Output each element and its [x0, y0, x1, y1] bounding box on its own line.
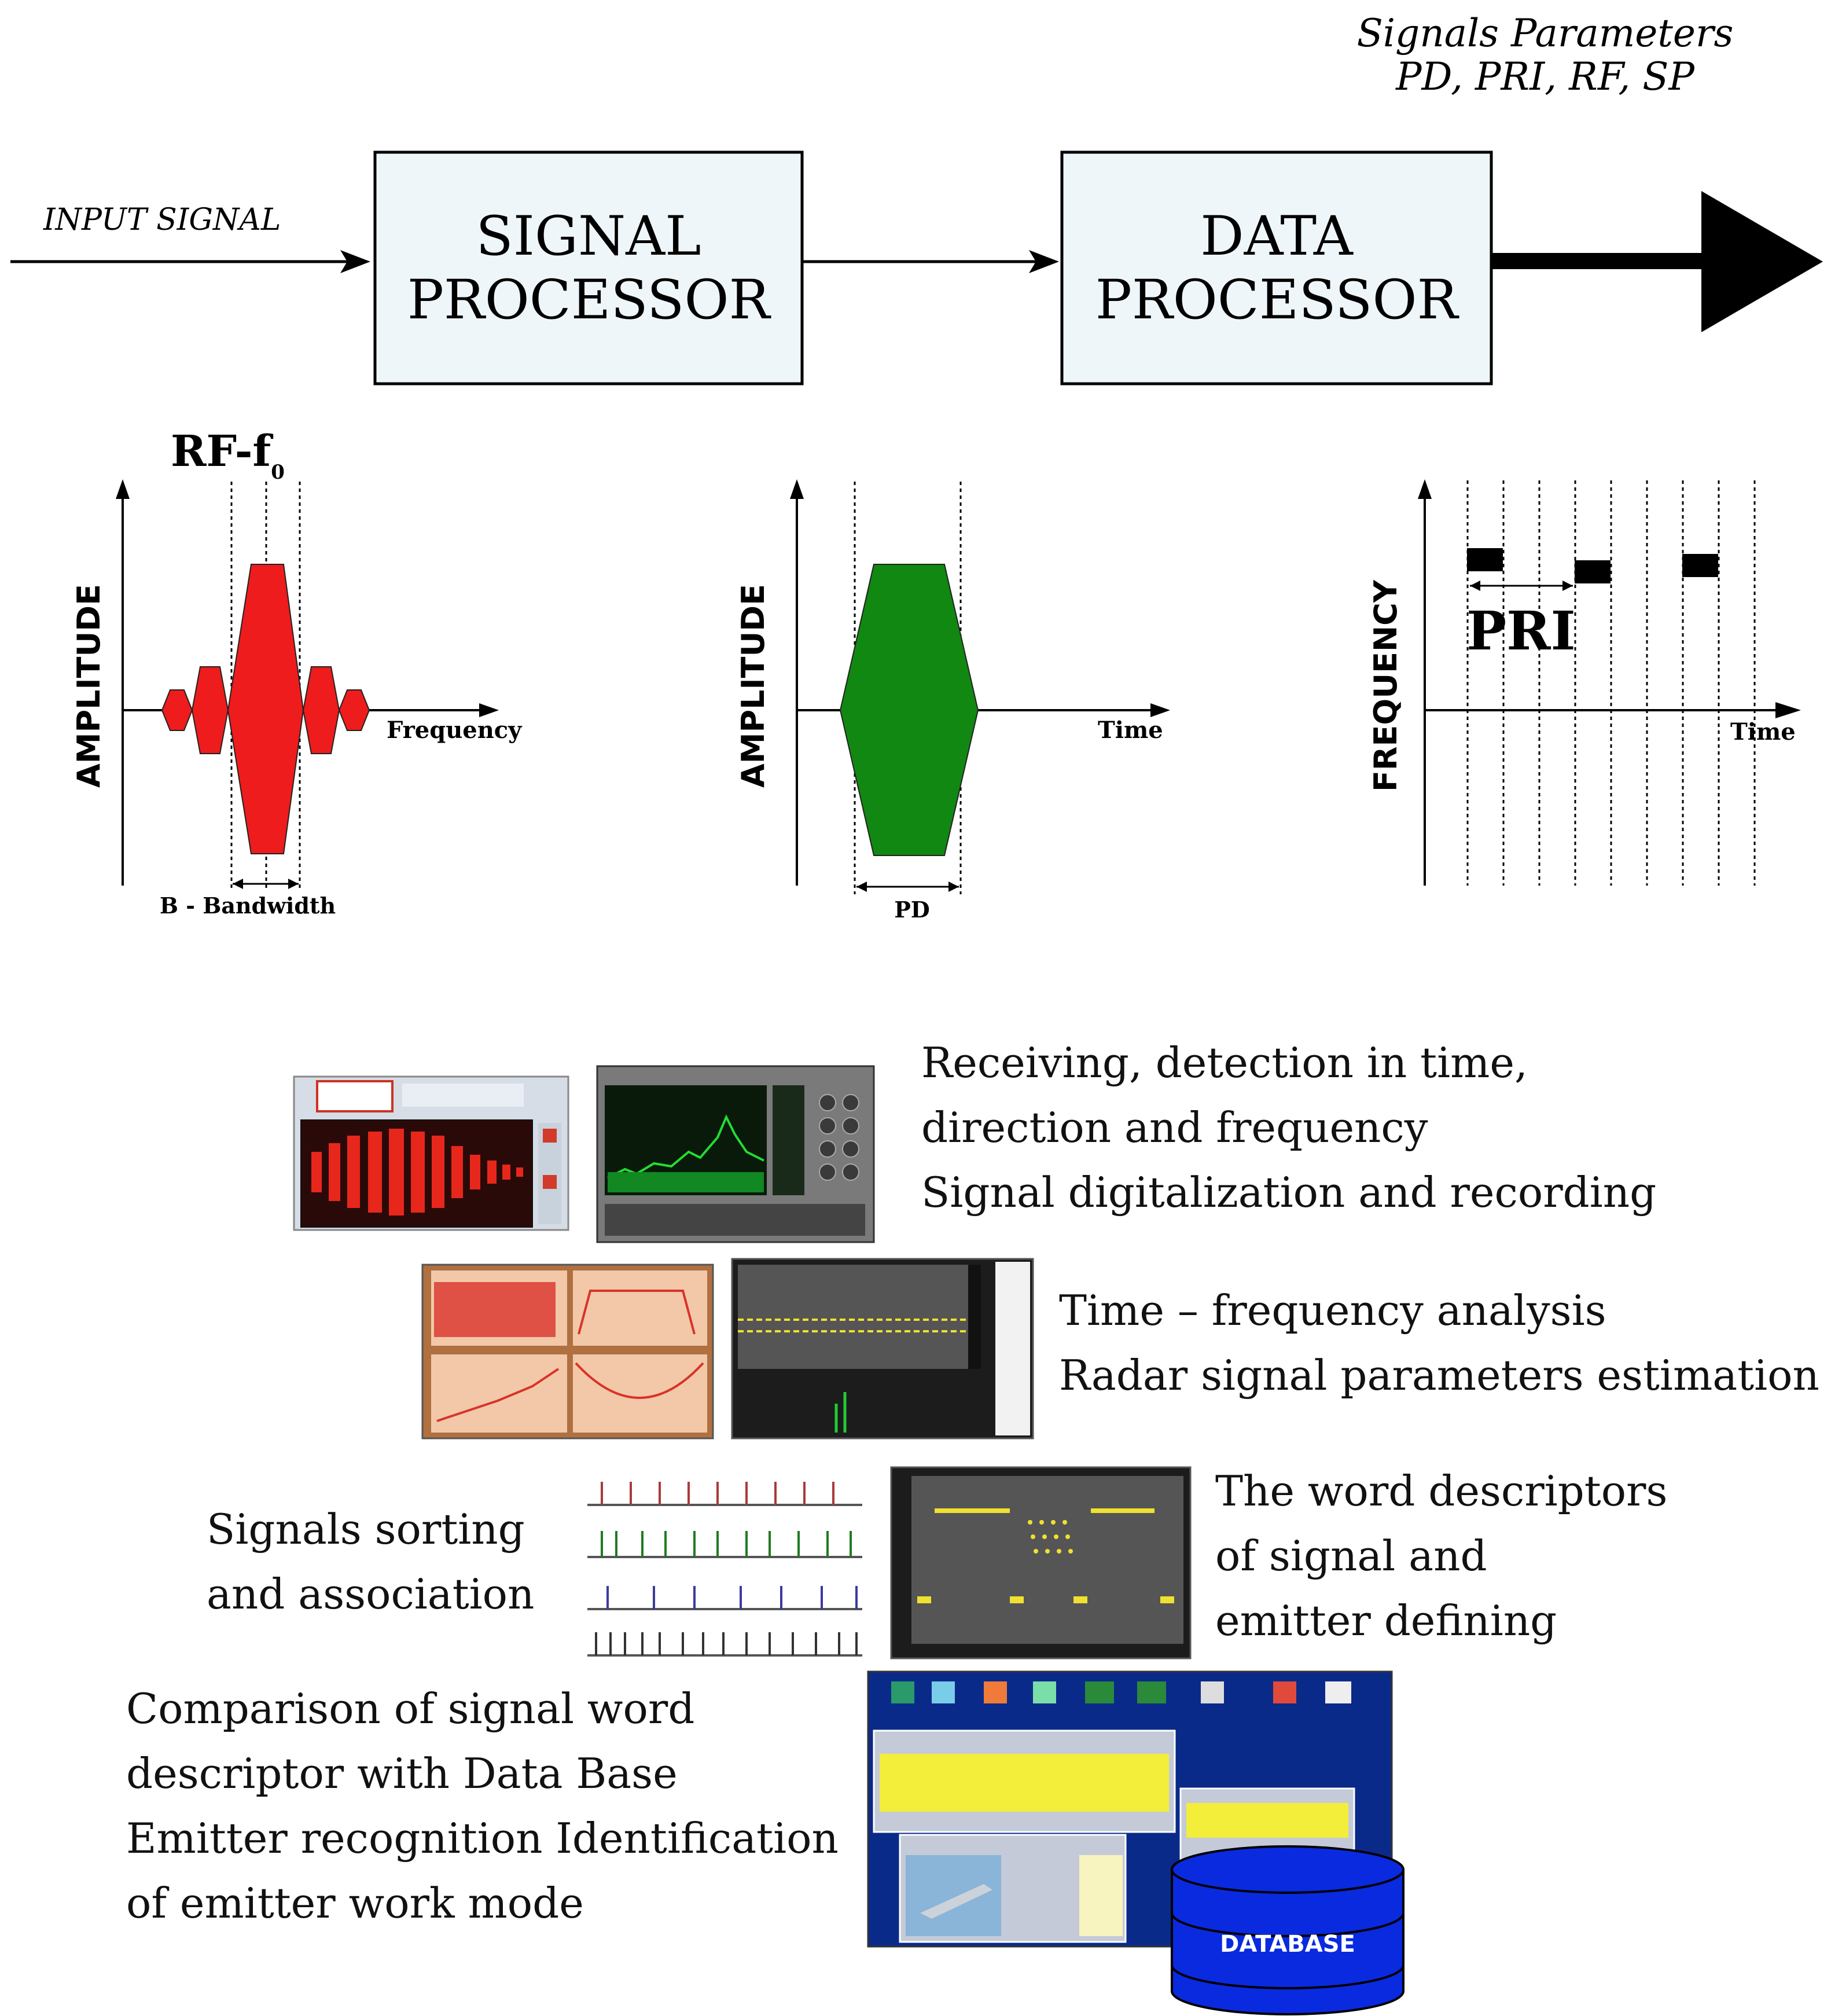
sidelobe-right-inner	[302, 666, 340, 754]
pri-plot: PRI Time FREQUENCY	[1367, 479, 1801, 886]
input-arrow	[10, 250, 370, 273]
data-processor-block: DATA PROCESSOR	[1060, 150, 1493, 385]
pulse-plot: Time AMPLITUDE PD	[735, 479, 1170, 923]
pri-x-label: Time	[1730, 718, 1796, 746]
pri-pulse-3	[1682, 554, 1718, 577]
spectrum-x-label: Frequency	[387, 717, 523, 744]
data-processor-line-2: PROCESSOR	[1095, 269, 1460, 332]
stage-3-right-line-3: emitter defining	[1215, 1596, 1557, 1645]
spectrum-lobes	[161, 564, 370, 854]
data-processor-line-1: DATA	[1200, 205, 1354, 268]
signals-parameters-title: Signals Parameters	[1357, 11, 1734, 56]
parameter-estimation-screenshot	[731, 1258, 1034, 1440]
stage-4-line-3: Emitter recognition Identification	[126, 1814, 839, 1863]
signal-processor-line-1: SIGNAL	[476, 205, 701, 268]
pri-label: PRI	[1466, 600, 1576, 662]
signal-sorting-screenshot	[579, 1464, 868, 1664]
pulse-duration-marker	[856, 882, 959, 892]
pri-pulse-1	[1467, 548, 1503, 571]
spectrum-plot: RF-f0 Frequency AMPLITUDE B - Bandwidth	[71, 427, 523, 919]
stage-2-caption: Time – frequency analysis Radar signal p…	[1059, 1278, 1819, 1408]
sidelobe-left-inner	[191, 666, 229, 754]
signal-processor-line-2: PROCESSOR	[407, 269, 772, 332]
main-lobe	[227, 564, 304, 854]
time-frequency-plots-screenshot	[421, 1264, 714, 1440]
bandwidth-label: B - Bandwidth	[160, 893, 336, 919]
pulse-y-label: AMPLITUDE	[735, 584, 771, 788]
input-signal-label: INPUT SIGNAL	[43, 203, 281, 237]
stage-2-line-1: Time – frequency analysis	[1059, 1286, 1606, 1335]
receiver-analyzer-screenshot	[596, 1065, 875, 1243]
stage-3-right-caption: The word descriptors of signal and emitt…	[1215, 1459, 1667, 1653]
signal-processor-block: SIGNAL PROCESSOR	[373, 150, 804, 385]
processor-link-arrow	[802, 250, 1059, 273]
pri-gridlines	[1466, 480, 1756, 886]
pulse-envelope	[839, 564, 979, 856]
stage-1-caption: Receiving, detection in time, direction …	[921, 1030, 1656, 1225]
stage-2-line-2: Radar signal parameters estimation	[1059, 1351, 1819, 1400]
stage-4-line-2: descriptor with Data Base	[126, 1749, 678, 1798]
spectrum-title: RF-f0	[171, 427, 285, 484]
stage-3-right-line-2: of signal and	[1215, 1532, 1487, 1580]
word-descriptor-screenshot	[890, 1466, 1192, 1659]
pulse-x-label: Time	[1098, 717, 1163, 744]
pri-marker	[1470, 581, 1573, 591]
stage-1-line-3: Signal digitalization and recording	[921, 1168, 1657, 1217]
bandwidth-marker	[233, 879, 299, 889]
stage-3-left-caption: Signals sorting and association	[207, 1497, 534, 1626]
stage-3-left-line-1: Signals sorting	[207, 1505, 525, 1554]
receiver-spectrum-screenshot	[293, 1075, 569, 1231]
sidelobe-left-outer	[161, 689, 193, 731]
stage-3-right-line-1: The word descriptors	[1215, 1467, 1668, 1515]
stage-1-line-1: Receiving, detection in time,	[921, 1038, 1528, 1087]
pri-pulse-2	[1575, 560, 1611, 583]
spectrum-y-label: AMPLITUDE	[71, 584, 107, 788]
stage-1-line-2: direction and frequency	[921, 1103, 1428, 1152]
pulse-duration-label: PD	[894, 897, 930, 923]
signals-parameters-list: PD, PRI, RF, SP	[1395, 54, 1695, 99]
database-label: DATABASE	[1220, 1931, 1355, 1958]
stage-4-line-4: of emitter work mode	[126, 1879, 584, 1927]
database-cylinder: DATABASE	[1171, 1845, 1404, 2015]
sidelobe-right-outer	[338, 689, 370, 731]
stage-4-caption: Comparison of signal word descriptor wit…	[126, 1676, 839, 1936]
stage-3-left-line-2: and association	[207, 1570, 535, 1618]
stage-4-line-1: Comparison of signal word	[126, 1684, 695, 1733]
output-arrow	[1491, 191, 1823, 332]
pri-y-label: FREQUENCY	[1367, 579, 1404, 792]
